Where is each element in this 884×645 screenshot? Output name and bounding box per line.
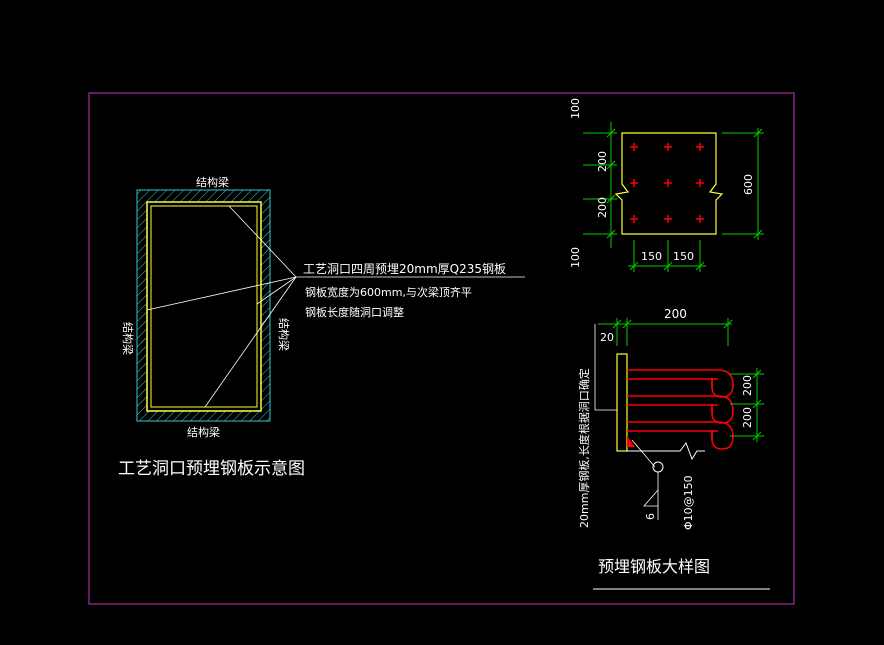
dim-600: 600 — [742, 174, 755, 195]
dim-200-b: 200 — [596, 197, 609, 218]
plate-outline — [614, 132, 724, 235]
plate-elevation: 100 200 200 100 600 150 150 — [569, 98, 764, 272]
note-vertical: 20mm厚钢板,长度根据洞口确定 — [577, 368, 591, 528]
elevation-dim-bottom — [628, 240, 706, 272]
note-line-1: 工艺洞口四周预埋20mm厚Q235钢板 — [303, 262, 506, 276]
label-beam-bottom: 结构梁 — [187, 425, 220, 439]
dim-100-top: 100 — [569, 98, 582, 119]
weld-symbol-leader — [643, 472, 659, 520]
beam-ring-hatch — [137, 190, 270, 421]
embedded-plate-inner — [150, 205, 258, 408]
section-steel-plate — [616, 353, 628, 452]
drawing-frame — [88, 92, 795, 605]
dim-200-a: 200 — [596, 151, 609, 172]
label-beam-left: 结构梁 — [121, 322, 135, 355]
weld-size: 6 — [644, 513, 657, 520]
dim-100-bottom: 100 — [569, 247, 582, 268]
anchor-points — [630, 143, 704, 223]
weld-fillet — [627, 436, 635, 447]
section-break-line — [627, 441, 705, 461]
label-beam-right: 结构梁 — [277, 318, 291, 351]
section-title: 预埋钢板大样图 — [598, 557, 710, 576]
section-dim-top — [598, 318, 733, 346]
note-line-2: 钢板宽度为600mm,与次梁顶齐平 — [305, 285, 472, 299]
elevation-dim-left — [583, 122, 617, 248]
beam-outline-outer — [136, 189, 271, 422]
elevation-dim-right — [722, 128, 764, 240]
dim-200-a-right: 200 — [741, 375, 754, 396]
plate-section: 200 20 200 200 20mm厚钢板,长度根据洞口确 — [577, 307, 770, 590]
anchor-bars — [627, 369, 734, 450]
dim-200-b-right: 200 — [741, 407, 754, 428]
leader-lines — [146, 205, 525, 408]
rebar-label: Φ10@150 — [682, 475, 695, 530]
dim-150-right: 150 — [673, 250, 694, 263]
dim-20: 20 — [600, 331, 614, 344]
label-beam-top: 结构梁 — [196, 175, 229, 189]
section-dim-right — [730, 368, 764, 442]
dim-200-top: 200 — [664, 307, 687, 321]
note-line-3: 钢板长度随洞口调整 — [305, 305, 404, 319]
schematic-title: 工艺洞口预埋钢板示意图 — [118, 459, 305, 479]
opening-schematic: 结构梁 结构梁 结构梁 结构梁 工艺洞口四周预埋20mm厚Q235钢板 钢板宽度… — [118, 175, 525, 479]
embedded-plate-outer — [146, 201, 262, 412]
dim-150-left: 150 — [641, 250, 662, 263]
note-leader — [594, 324, 617, 411]
